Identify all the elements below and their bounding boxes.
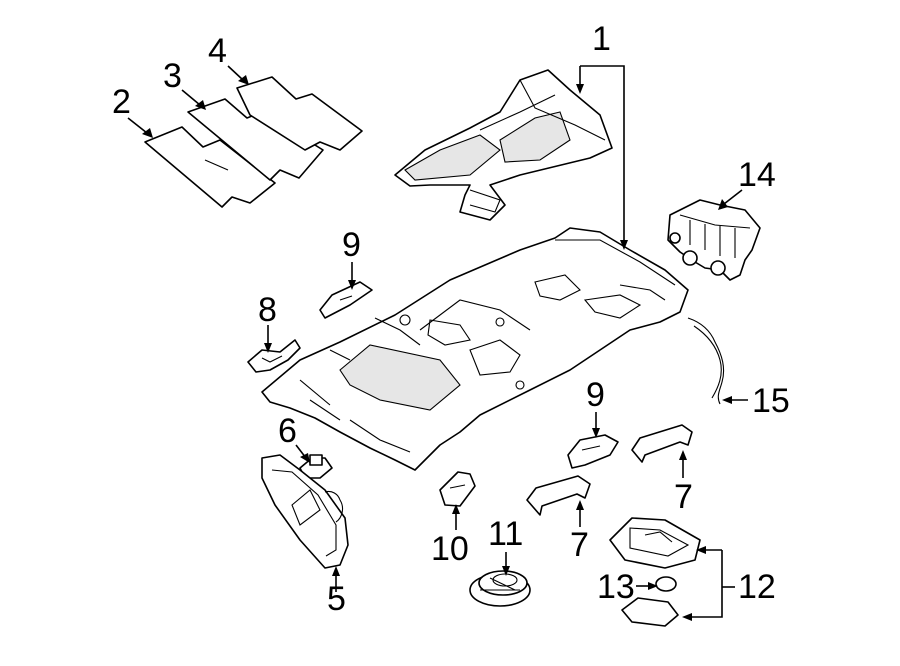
lens-part-12	[621, 597, 679, 627]
callout-15: 15	[752, 382, 790, 420]
callout-6: 6	[278, 412, 297, 450]
callout-4: 4	[208, 32, 227, 70]
module-part-14	[667, 199, 761, 281]
grab-handle-part-7-left	[526, 475, 591, 516]
callout-10: 10	[431, 530, 469, 568]
callout-11: 11	[488, 515, 523, 553]
callout-14: 14	[738, 156, 776, 194]
callout-8: 8	[258, 291, 277, 329]
bracket-part-9-upper	[319, 281, 373, 319]
dome-lamp-part-12	[609, 517, 701, 569]
speaker-part-11	[469, 570, 531, 607]
callout-labels: 1 2 3 4 5 6 7 7 8 9 9 10 11 12 13 14 15	[112, 20, 790, 618]
pad-4	[236, 76, 363, 151]
leader-lines	[127, 65, 748, 621]
callout-5: 5	[327, 580, 346, 618]
sun-visor-part-5	[261, 454, 349, 569]
bracket-part-9-lower	[567, 434, 619, 469]
pad-2	[144, 126, 276, 208]
wire-harness-part-15	[687, 317, 725, 405]
callout-3: 3	[163, 57, 182, 95]
grab-handle-part-7-right	[631, 424, 693, 463]
callout-1: 1	[592, 20, 611, 58]
callout-9-lower: 9	[586, 376, 605, 414]
headliner-main	[261, 227, 689, 471]
bracket-part-10	[439, 471, 476, 507]
pad-3	[187, 98, 324, 181]
callout-9-upper: 9	[342, 226, 361, 264]
callout-7-left: 7	[570, 526, 589, 564]
callout-13: 13	[597, 568, 635, 606]
insulator-part-1	[394, 69, 613, 221]
callout-12: 12	[738, 568, 776, 606]
callout-2: 2	[112, 83, 131, 121]
callout-7-right: 7	[674, 478, 693, 516]
bulb-part-13	[655, 576, 677, 592]
